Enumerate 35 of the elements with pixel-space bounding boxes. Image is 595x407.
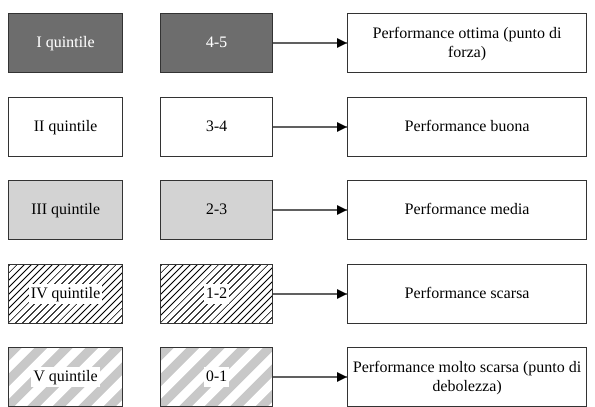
arrow <box>273 205 347 215</box>
arrow <box>273 38 347 48</box>
box-label: 2-3 <box>206 200 228 220</box>
box-label: 1-2 <box>204 284 230 304</box>
range-box <box>160 97 273 157</box>
range-box <box>160 13 273 73</box>
performance-box <box>347 13 587 73</box>
quintile-box <box>8 264 123 324</box>
quintile-box <box>8 13 123 73</box>
box-label: Performance buona <box>404 117 530 137</box>
range-box <box>160 264 273 324</box>
arrow <box>273 289 347 299</box>
performance-box <box>347 347 587 407</box>
box-label: III quintile <box>31 200 100 220</box>
arrow <box>273 372 347 382</box>
box-label: 4-5 <box>206 33 228 53</box>
box-label: 0-1 <box>204 367 230 387</box>
box-label: Performance media <box>404 200 530 220</box>
box-label: V quintile <box>31 367 100 387</box>
arrow <box>273 122 347 132</box>
performance-box <box>347 180 587 240</box>
range-box <box>160 180 273 240</box>
performance-box <box>347 264 587 324</box>
range-box <box>160 347 273 407</box>
quintile-box <box>8 97 123 157</box>
box-label: I quintile <box>36 33 95 53</box>
box-label: Performance molto scarsa (punto di debolezza) <box>352 358 582 396</box>
box-label: Performance scarsa <box>404 284 530 304</box>
box-label: II quintile <box>34 117 98 137</box>
quintile-box <box>8 180 123 240</box>
performance-box <box>347 97 587 157</box>
box-label: IV quintile <box>28 284 102 304</box>
box-label: 3-4 <box>206 117 228 137</box>
quintile-box <box>8 347 123 407</box>
box-label: Performance ottima (punto di forza) <box>372 24 562 62</box>
